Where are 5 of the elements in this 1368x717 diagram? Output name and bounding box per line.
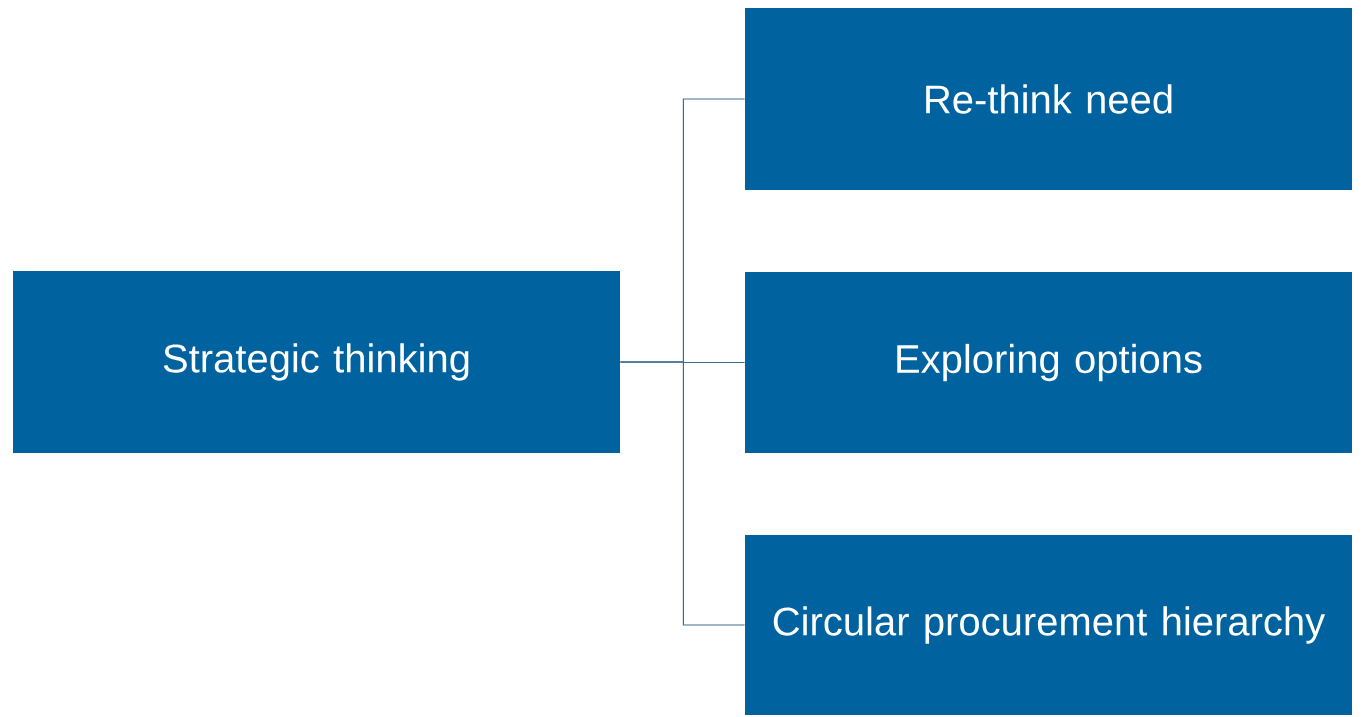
- process-box: Circular procurement hierarchy: [745, 535, 1353, 715]
- process-box: Exploring options: [745, 272, 1353, 453]
- connector-line: [619, 361, 746, 626]
- process-box: Strategic thinking: [13, 271, 620, 453]
- process-box: Re-think need: [745, 8, 1353, 190]
